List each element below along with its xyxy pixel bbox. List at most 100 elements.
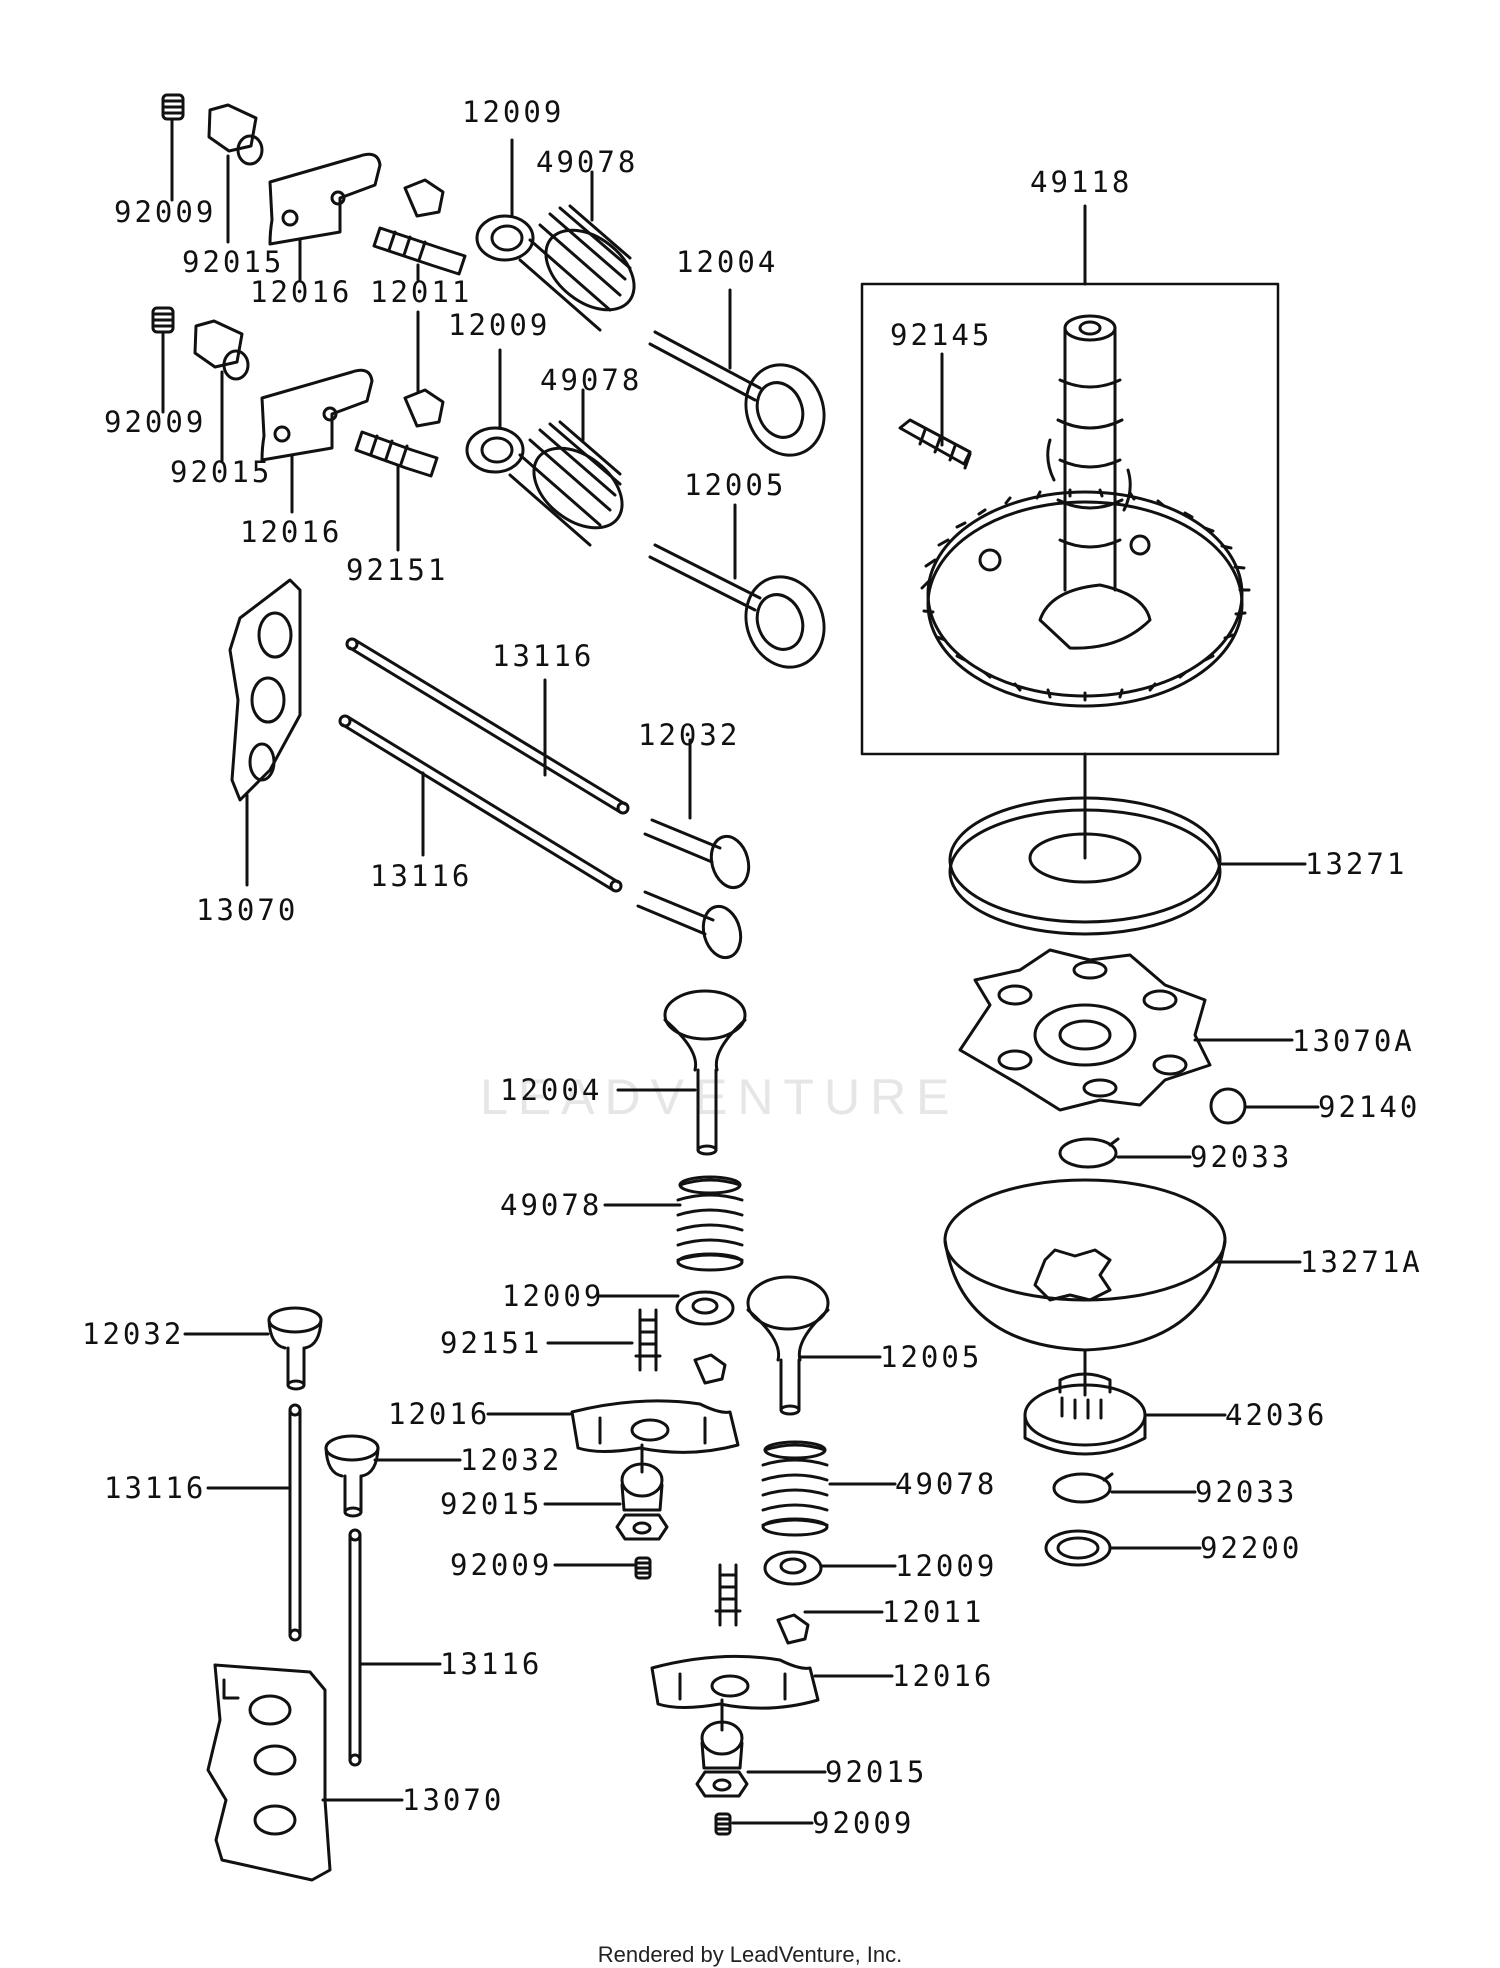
footer-credit: Rendered by LeadVenture, Inc. <box>597 1942 903 1967</box>
label-49078c: 49078 <box>500 1188 602 1222</box>
label-13070b: 13070 <box>402 1783 504 1817</box>
push-rod-1 <box>345 637 630 815</box>
label-49078d: 49078 <box>895 1467 997 1501</box>
label-13116b: 13116 <box>370 859 472 893</box>
label-12016a: 12016 <box>250 275 352 309</box>
label-92009d: 92009 <box>812 1806 914 1840</box>
valve-spring-2 <box>508 420 624 547</box>
label-12032c: 12032 <box>460 1443 562 1477</box>
label-12009a: 12009 <box>462 95 564 129</box>
rocker-arm-1 <box>268 152 382 246</box>
valve-4 <box>746 1275 830 1416</box>
washer <box>1044 1529 1112 1567</box>
label-12016c: 12016 <box>388 1397 490 1431</box>
adjust-screw-4 <box>714 1812 732 1836</box>
spring-retainer-4 <box>763 1550 823 1586</box>
label-92140: 92140 <box>1318 1090 1420 1124</box>
label-42036: 42036 <box>1225 1398 1327 1432</box>
camshaft <box>1046 314 1132 592</box>
pivot-nut-2 <box>193 319 250 381</box>
label-92151b: 92151 <box>440 1326 542 1360</box>
pivot-nut-1 <box>207 103 264 166</box>
valve-1 <box>648 330 826 457</box>
label-92009b: 92009 <box>104 405 206 439</box>
label-13116a: 13116 <box>492 639 594 673</box>
adjust-screw-1 <box>161 93 185 121</box>
valve-spring-4 <box>761 1440 829 1537</box>
label-92015c: 92015 <box>440 1487 542 1521</box>
label-12009b: 12009 <box>448 308 550 342</box>
label-12011a: 12011 <box>370 275 472 309</box>
tappet-cap-1 <box>403 178 445 218</box>
guide-plate-1 <box>228 578 302 802</box>
label-12009d: 12009 <box>895 1549 997 1583</box>
rocker-stud-2 <box>354 430 439 478</box>
pivot-nut-3 <box>615 1462 669 1541</box>
tappet-4 <box>324 1434 380 1518</box>
push-rod-2 <box>338 714 623 893</box>
label-12016b: 12016 <box>240 515 342 549</box>
label-13271: 13271 <box>1305 847 1407 881</box>
label-13070a: 13070 <box>196 893 298 927</box>
pivot-nut-4 <box>695 1720 749 1798</box>
label-92015d: 92015 <box>825 1755 927 1789</box>
label-92151a: 92151 <box>346 553 448 587</box>
label-92033b: 92033 <box>1195 1475 1297 1509</box>
valve-spring-1 <box>518 204 636 332</box>
label-12005a: 12005 <box>684 468 786 502</box>
label-12032b: 12032 <box>82 1317 184 1351</box>
label-92015b: 92015 <box>170 455 272 489</box>
adjust-screw-3 <box>634 1556 652 1580</box>
label-12004b: 12004 <box>500 1073 602 1107</box>
label-13271A: 13271A <box>1300 1245 1423 1279</box>
tappet-3 <box>267 1306 323 1391</box>
push-rod-3 <box>288 1403 302 1642</box>
circlip-2 <box>1052 1472 1114 1504</box>
tappet-cap-3 <box>693 1353 727 1385</box>
rocker-arm-4 <box>650 1654 820 1710</box>
label-12016d: 12016 <box>892 1659 994 1693</box>
rocker-stud-1 <box>372 226 467 276</box>
label-92009a: 92009 <box>114 195 216 229</box>
valve-3 <box>663 989 747 1156</box>
camshaft-gear <box>920 488 1251 708</box>
steel-ball <box>1209 1087 1247 1125</box>
label-92200: 92200 <box>1200 1531 1302 1565</box>
tappet-2 <box>636 890 743 960</box>
label-49078b: 49078 <box>540 363 642 397</box>
tappet-cap-2 <box>403 388 445 428</box>
label-13116c: 13116 <box>104 1471 206 1505</box>
rocker-arm-2 <box>260 368 374 462</box>
circlip-1 <box>1058 1137 1120 1169</box>
label-92015a: 92015 <box>182 245 284 279</box>
label-49078a: 49078 <box>536 145 638 179</box>
label-12005b: 12005 <box>880 1340 982 1374</box>
label-12004a: 12004 <box>676 245 778 279</box>
camshaft-box <box>860 282 1280 756</box>
governor-gear <box>1023 1372 1147 1456</box>
valve-2 <box>648 543 826 669</box>
label-92009c: 92009 <box>450 1548 552 1582</box>
thrust-washer <box>948 796 1222 936</box>
label-13070A: 13070A <box>1292 1024 1415 1058</box>
rocker-stud-4 <box>714 1563 742 1627</box>
governor-cup <box>943 1178 1227 1352</box>
rocker-arm-3 <box>570 1399 740 1454</box>
adjust-screw-2 <box>151 306 175 334</box>
label-92033a: 92033 <box>1190 1140 1292 1174</box>
spring-retainer-2 <box>465 426 525 474</box>
push-rod-4 <box>348 1528 362 1767</box>
label-12032a: 12032 <box>638 718 740 752</box>
valve-spring-3 <box>676 1175 744 1272</box>
label-92145: 92145 <box>890 318 992 352</box>
governor-flyweight-holder <box>958 948 1212 1112</box>
rocker-stud-3 <box>634 1308 662 1372</box>
decomp-spring <box>898 418 972 470</box>
tappet-cap-4 <box>776 1613 810 1645</box>
spring-retainer-3 <box>675 1290 735 1326</box>
label-12009c: 12009 <box>502 1279 604 1313</box>
label-49118: 49118 <box>1030 165 1132 199</box>
label-12011b: 12011 <box>882 1595 984 1629</box>
spring-retainer-1 <box>475 214 535 262</box>
